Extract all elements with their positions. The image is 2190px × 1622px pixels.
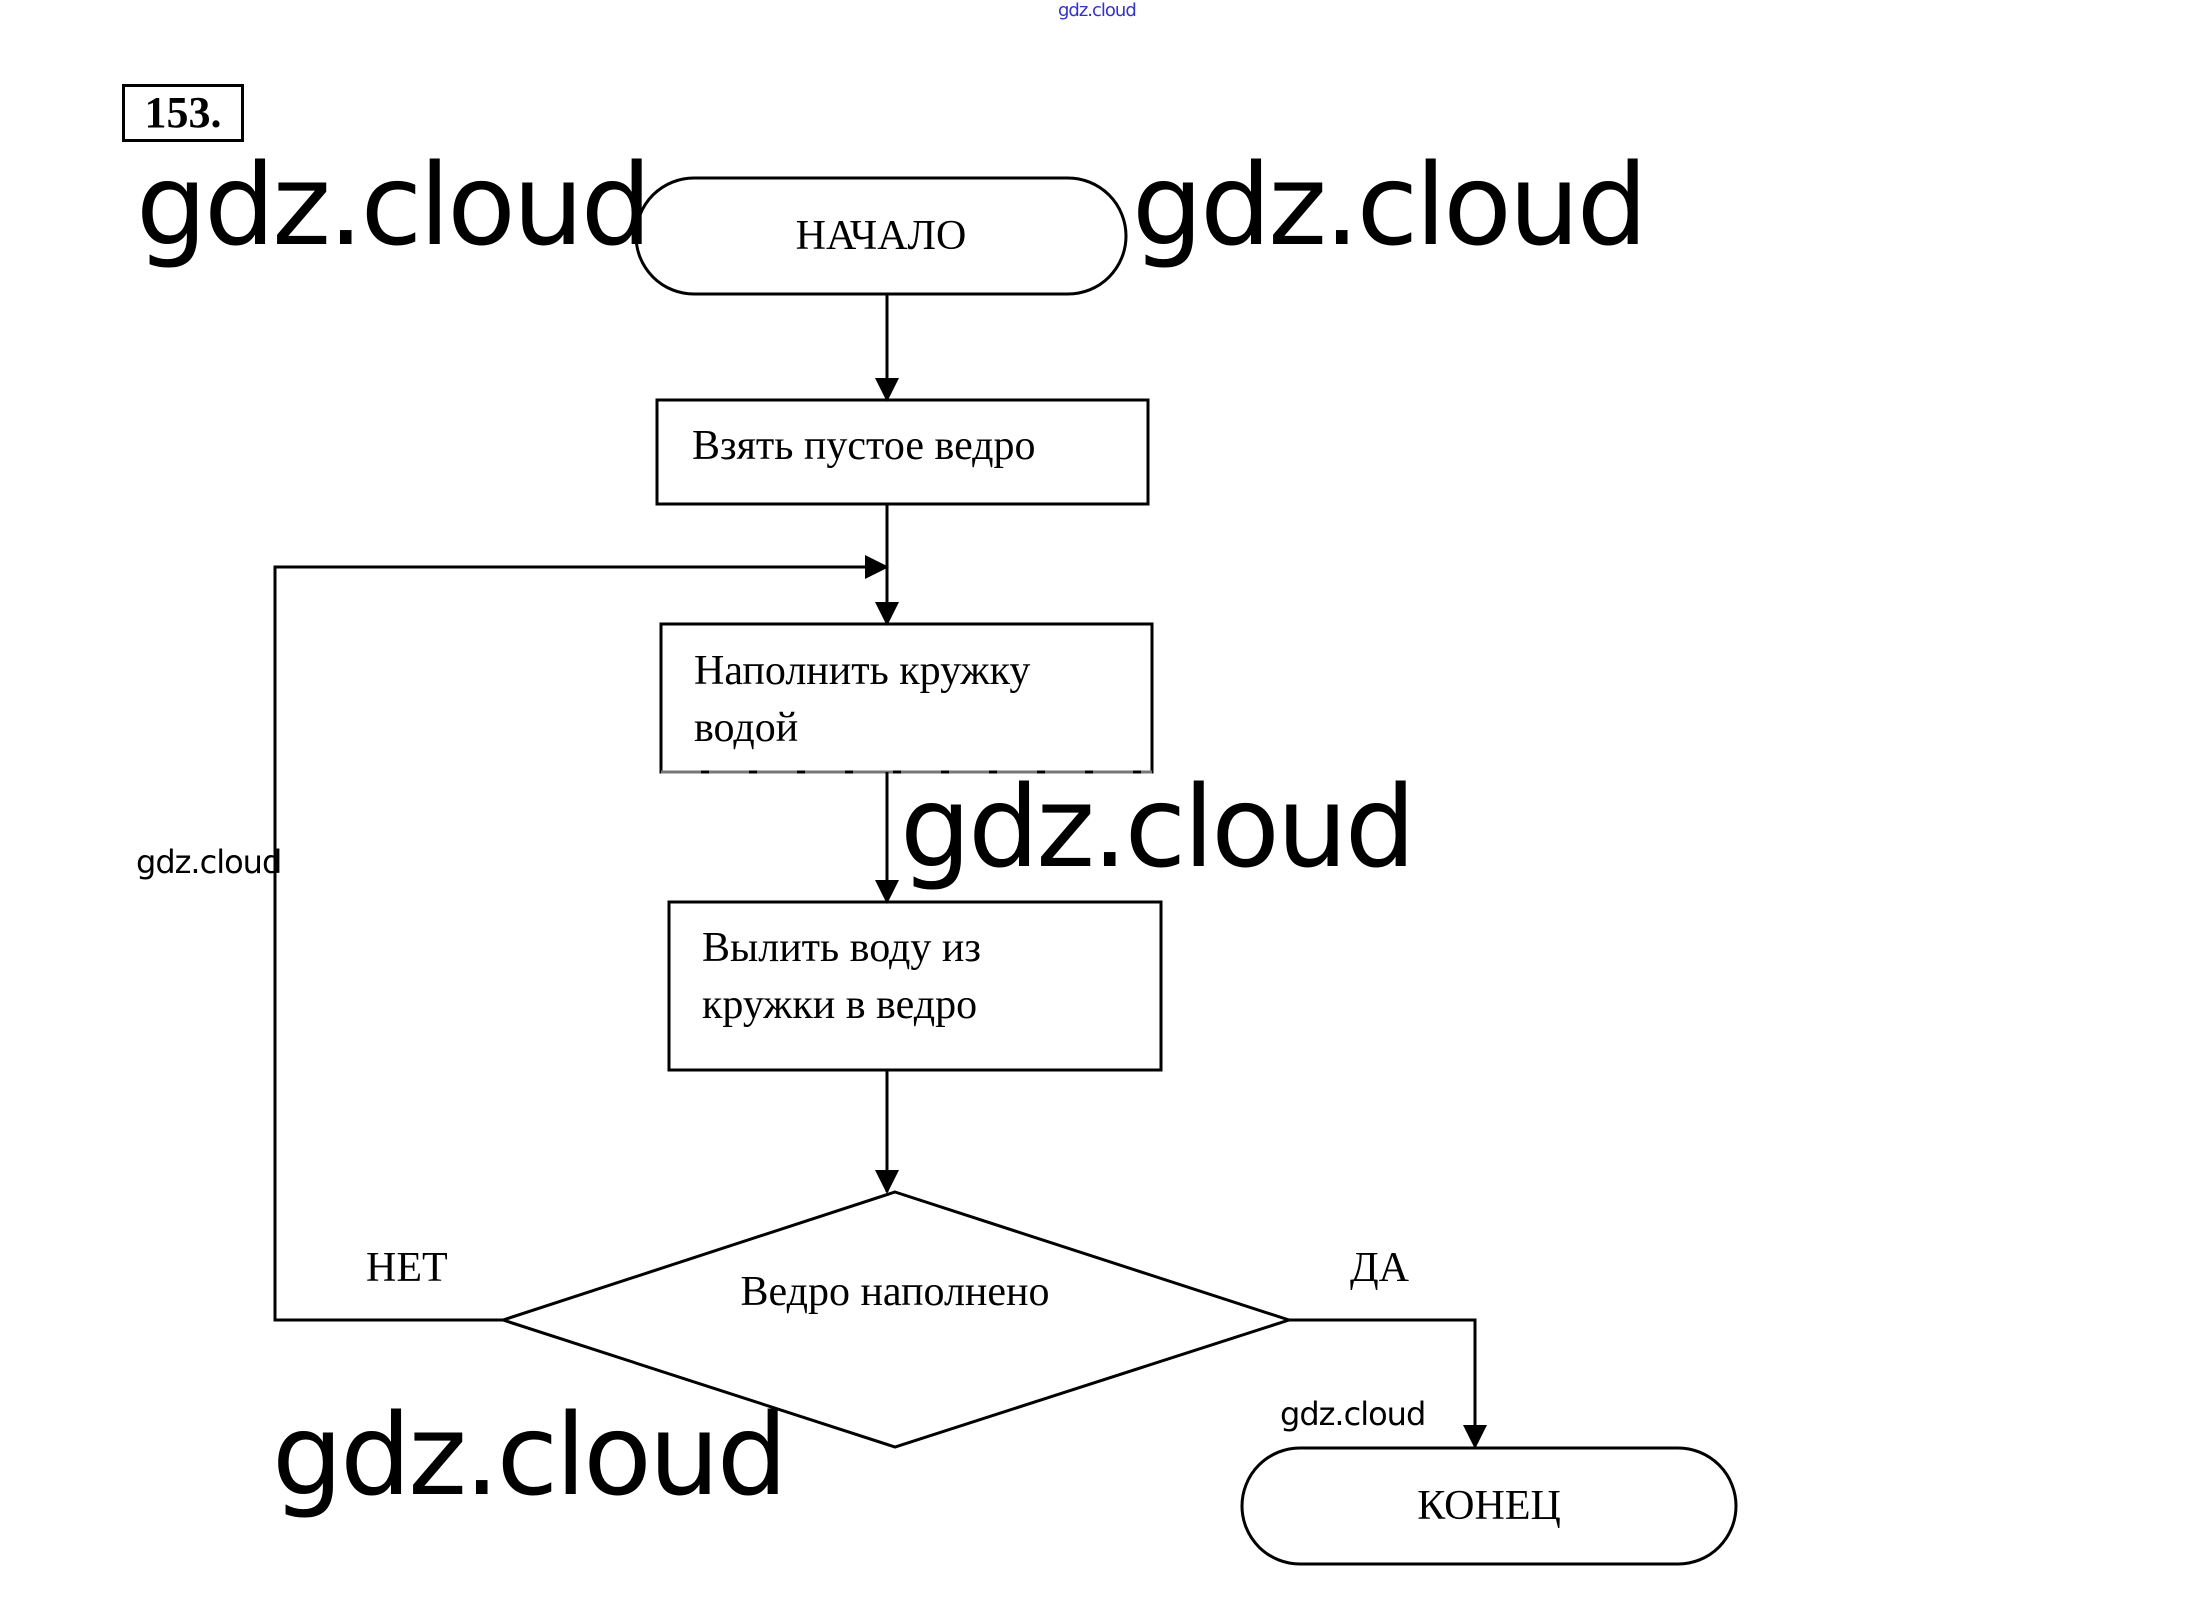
end-terminal — [1240, 1446, 1738, 1566]
decision-diamond — [498, 1190, 1294, 1449]
step3-label-line2: кружки в ведро — [702, 982, 978, 1028]
watermark-large: gdz.cloud — [900, 763, 1416, 893]
step2-label-line2: водой — [694, 705, 799, 751]
watermark-top: gdz.cloud — [1058, 0, 1137, 21]
no-label: НЕТ — [366, 1245, 448, 1291]
watermark-small: gdz.cloud — [1280, 1395, 1426, 1433]
step3-label-line1: Вылить воду из — [702, 925, 981, 971]
start-terminal — [634, 176, 1128, 296]
step3-box — [667, 900, 1163, 1072]
decision-label: Ведро наполнено — [740, 1269, 1050, 1315]
yes-line — [1289, 1318, 1487, 1449]
step1-box — [655, 398, 1150, 506]
step2-label-line1: Наполнить кружку — [694, 648, 1031, 694]
no-loop-line — [273, 555, 889, 1322]
end-label: КОНЕЦ — [1417, 1483, 1561, 1529]
watermark-large: gdz.cloud — [1132, 141, 1648, 271]
step1-label: Взять пустое ведро — [692, 423, 1036, 469]
watermark-large: gdz.cloud — [136, 141, 652, 271]
problem-number: 153. — [122, 84, 244, 142]
watermark-small: gdz.cloud — [136, 843, 282, 881]
yes-label: ДА — [1350, 1245, 1409, 1291]
start-label: НАЧАЛО — [795, 213, 967, 259]
watermark-large: gdz.cloud — [272, 1391, 788, 1521]
